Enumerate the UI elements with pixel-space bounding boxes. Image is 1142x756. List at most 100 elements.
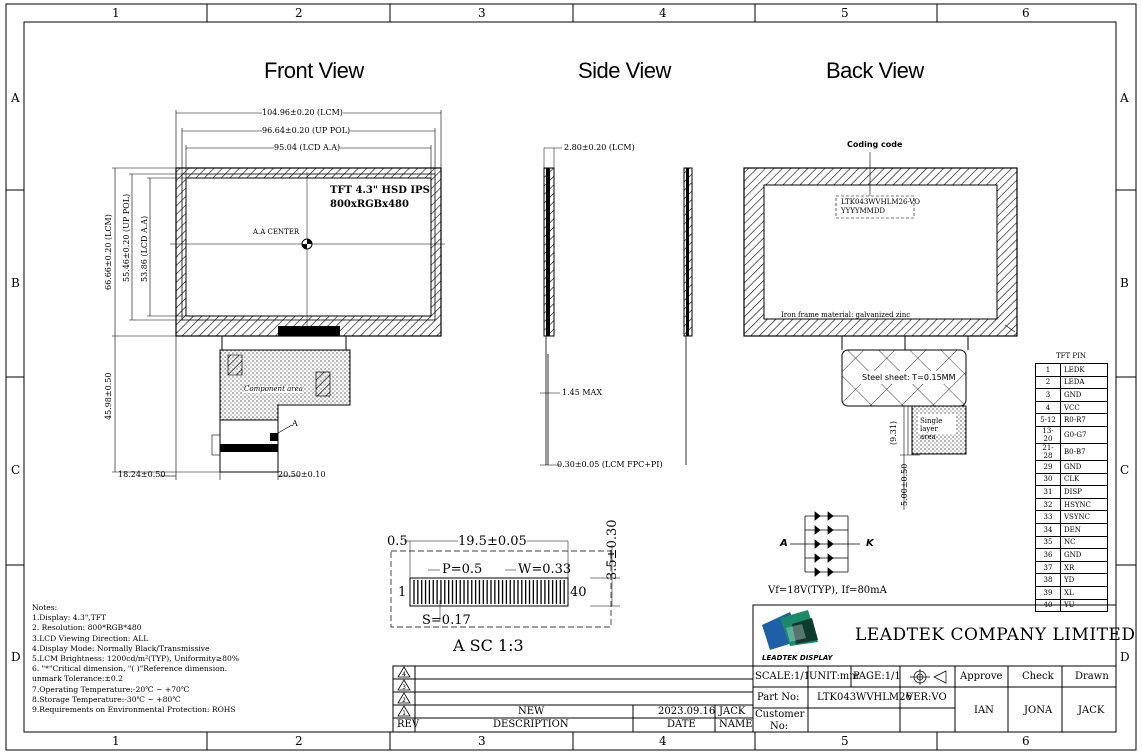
dim-fpc-thickness: 0.30±0.05 (LCM FPC+PI) — [557, 460, 663, 469]
svg-text:3: 3 — [402, 684, 406, 691]
pin-signal: LEDA — [1060, 375, 1108, 390]
col-label-3: 3 — [478, 6, 486, 20]
pin-number: 5-12 — [1035, 413, 1061, 427]
pin-number: 31 — [1035, 485, 1061, 499]
notes: Notes: 1.Display: 4.3",TFT 2. Resolution… — [32, 603, 239, 715]
pin-signal: XL — [1060, 585, 1108, 600]
detail-dim-35: 3.5±0.30 — [605, 519, 620, 580]
row-label-a-right: A — [1120, 91, 1129, 105]
pin-signal: G0-G7 — [1060, 425, 1108, 444]
pin-number: 36 — [1035, 548, 1061, 562]
col-label-2-bottom: 2 — [295, 734, 303, 748]
check-name: JONA — [1024, 705, 1053, 716]
led-spec: Vf=18V(TYP), If=80mA — [768, 585, 887, 596]
title-block — [392, 604, 1117, 733]
leadtek-logo — [762, 610, 818, 650]
detail-width: W=0.33 — [518, 562, 572, 577]
revision-header-name: NAME — [719, 719, 753, 730]
pin-number: 32 — [1035, 497, 1061, 512]
fpc-board — [219, 349, 351, 421]
pin-signal: GND — [1060, 459, 1108, 474]
pol-outline — [181, 173, 436, 321]
note-line: 4.Display Mode: Normally Black/Transmiss… — [32, 643, 210, 653]
single-layer-label: Single layer area — [920, 417, 943, 441]
front-view-title: Front View — [264, 58, 364, 83]
side-view-title: Side View — [578, 58, 671, 83]
code-line-2: YYYYMMDD — [841, 207, 886, 215]
col-label-1: 1 — [112, 6, 120, 20]
detail-pin-40: 40 — [570, 585, 587, 600]
note-line: 2. Resolution: 800*RGB*480 — [32, 623, 142, 633]
revision-entry-name: JACK — [719, 706, 746, 717]
pin-number: 40 — [1035, 598, 1061, 613]
dim-max: 1.45 MAX — [562, 388, 603, 397]
dim-left-offset: 18.24±0.50 — [118, 470, 166, 479]
pin-signal: VSYNC — [1060, 510, 1108, 524]
revision-header-description: DESCRIPTION — [493, 719, 569, 730]
col-label-2: 2 — [295, 6, 303, 20]
pin-signal: GND — [1060, 388, 1108, 402]
dim-lcm-width: 104.96±0.20 (LCM) — [262, 108, 343, 117]
pin-signal: DEN — [1060, 522, 1108, 537]
row-label-d-right: D — [1120, 650, 1130, 664]
pin-signal: LEDK — [1060, 363, 1108, 377]
detail-a — [390, 540, 620, 628]
pin-number: 35 — [1035, 535, 1061, 550]
led-anode-label: A — [780, 538, 788, 549]
note-line: 3.LCD Viewing Direction: ALL — [32, 633, 149, 643]
pin-number: 1 — [1035, 363, 1061, 377]
dim-right-offset: 20.50±0.10 — [278, 470, 326, 479]
check-label: Check — [1022, 671, 1054, 682]
pin-signal: GND — [1060, 548, 1108, 562]
note-line: unmark Tolerance:±0.2 — [32, 674, 123, 684]
revision-entry-desc: NEW — [518, 706, 545, 717]
logo-text: LEADTEK DISPLAY — [762, 654, 833, 662]
revision-header-rev: REV — [397, 719, 420, 730]
col-label-6: 6 — [1022, 6, 1030, 20]
svg-text:4: 4 — [402, 671, 406, 678]
pin-number: 33 — [1035, 510, 1061, 524]
dim-931: (9.31) — [889, 420, 898, 445]
pin-number: 30 — [1035, 472, 1061, 487]
approve-name: IAN — [974, 705, 994, 716]
pin-number: 2 — [1035, 375, 1061, 390]
detail-pitch: P=0.5 — [442, 562, 483, 577]
callout-a: A — [292, 419, 298, 428]
customer-label: Customer — [755, 709, 805, 720]
projection-symbol — [910, 669, 947, 685]
page: PAGE:1/1 — [853, 671, 901, 682]
dim-pol-height: 55.46±0.20 (UP POL) — [122, 193, 131, 282]
pin-number: 3 — [1035, 388, 1061, 402]
component-area-label: Component area — [244, 385, 303, 393]
dim-aa-width: 95.04 (LCD A.A) — [274, 143, 341, 152]
pin-signal: VCC — [1060, 400, 1108, 415]
row-label-d: D — [11, 650, 21, 664]
pin-number: 29 — [1035, 459, 1061, 474]
detail-pin-1: 1 — [398, 585, 407, 600]
detail-dim-195: 19.5±0.05 — [458, 534, 527, 549]
pin-signal: NC — [1060, 535, 1108, 550]
note-line: Notes: — [32, 603, 58, 612]
customer-no-label: No: — [770, 721, 789, 732]
row-label-c-right: C — [1120, 463, 1130, 477]
col-label-5-bottom: 5 — [841, 734, 849, 748]
connector-block — [278, 326, 340, 336]
pin-signal: YD — [1060, 573, 1108, 587]
pin-table-title: TFT PIN — [1056, 352, 1087, 360]
pin-signal: YU — [1060, 598, 1108, 613]
pin-signal: CLK — [1060, 472, 1108, 487]
